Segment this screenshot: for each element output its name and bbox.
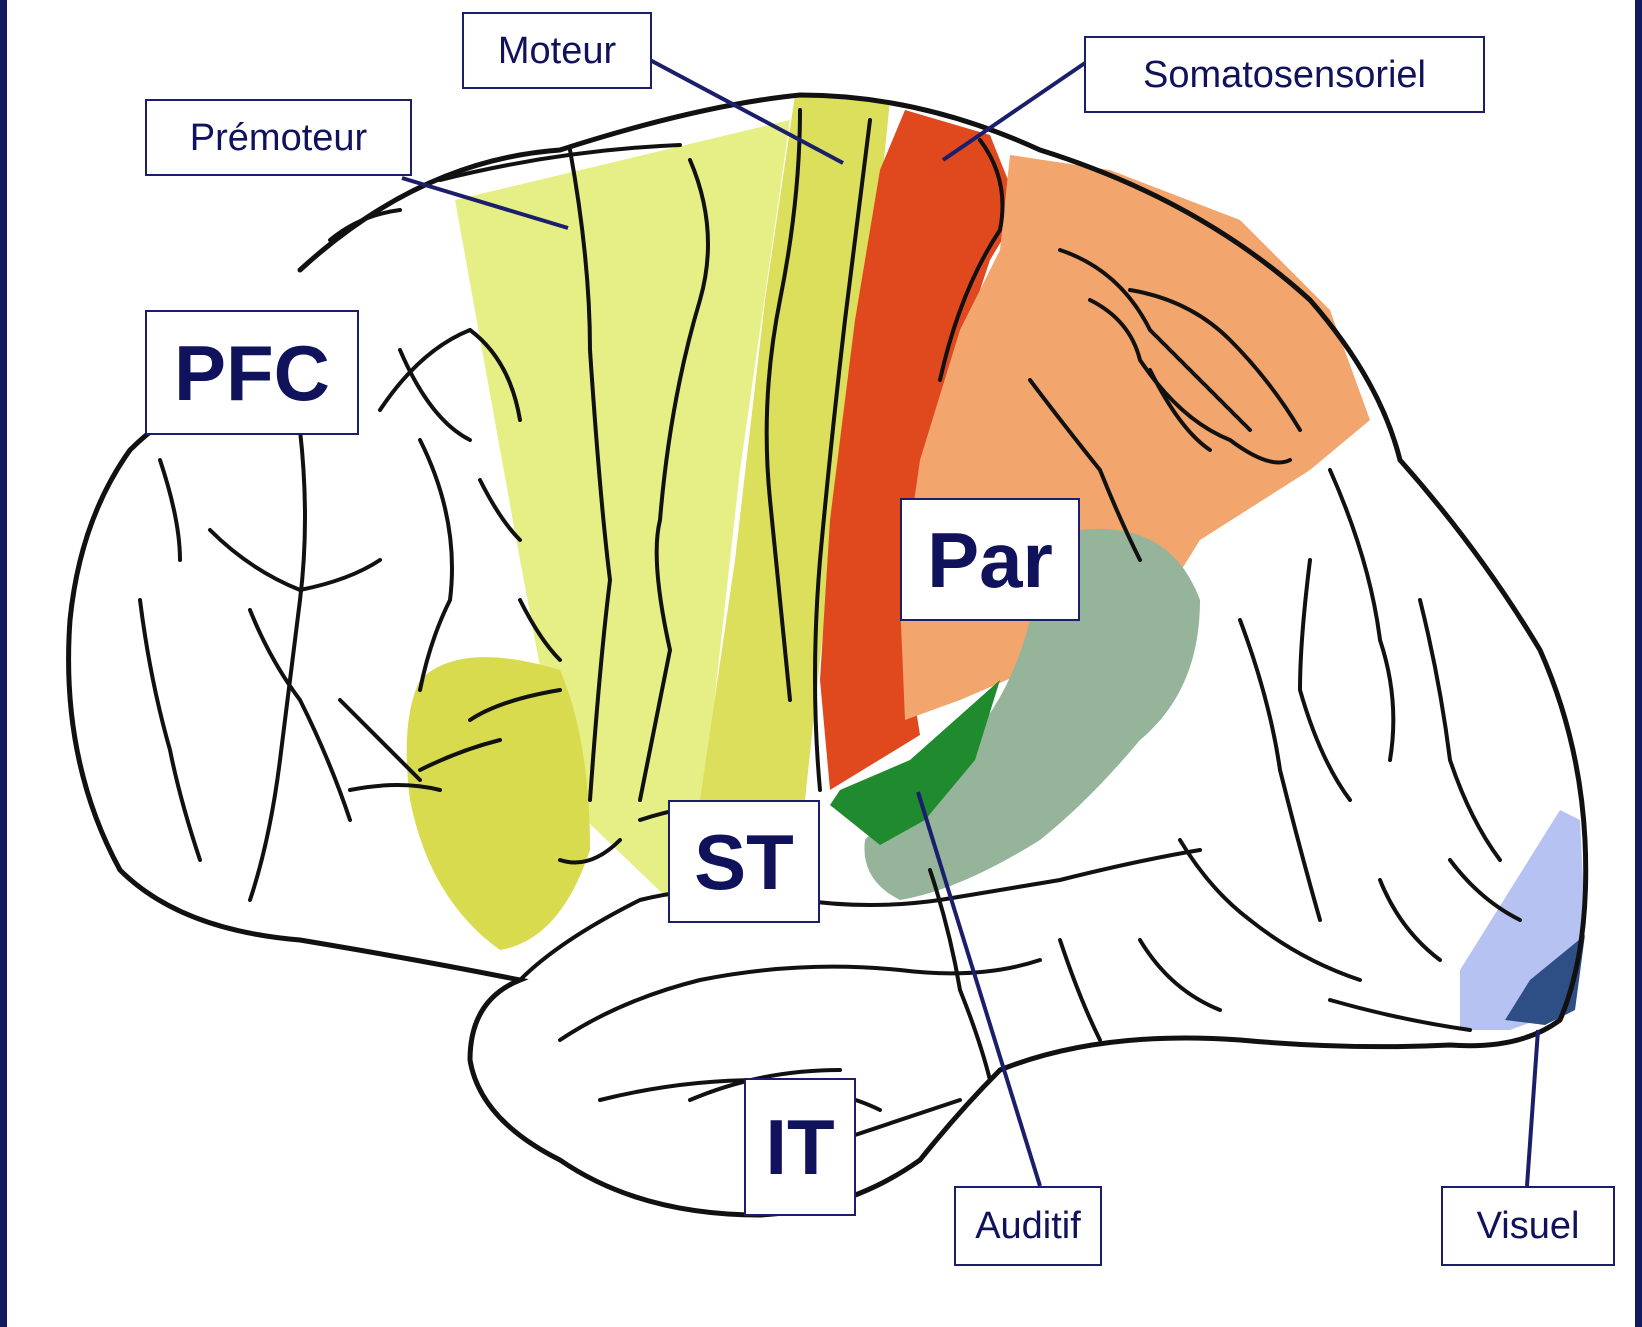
par-label: Par xyxy=(900,498,1080,621)
moteur-label: Moteur xyxy=(462,12,652,89)
st-label: ST xyxy=(668,800,820,923)
it-label: IT xyxy=(744,1078,856,1216)
visuel-label: Visuel xyxy=(1441,1186,1615,1266)
auditif-label: Auditif xyxy=(954,1186,1102,1266)
visuel-leader xyxy=(1527,1030,1538,1186)
somatosensoriel-label: Somatosensoriel xyxy=(1084,36,1485,113)
pfc-label: PFC xyxy=(145,310,359,435)
premoteur-label: Prémoteur xyxy=(145,99,412,176)
somatosensoriel-leader xyxy=(943,63,1085,160)
premoteur-lower-region xyxy=(407,657,590,950)
